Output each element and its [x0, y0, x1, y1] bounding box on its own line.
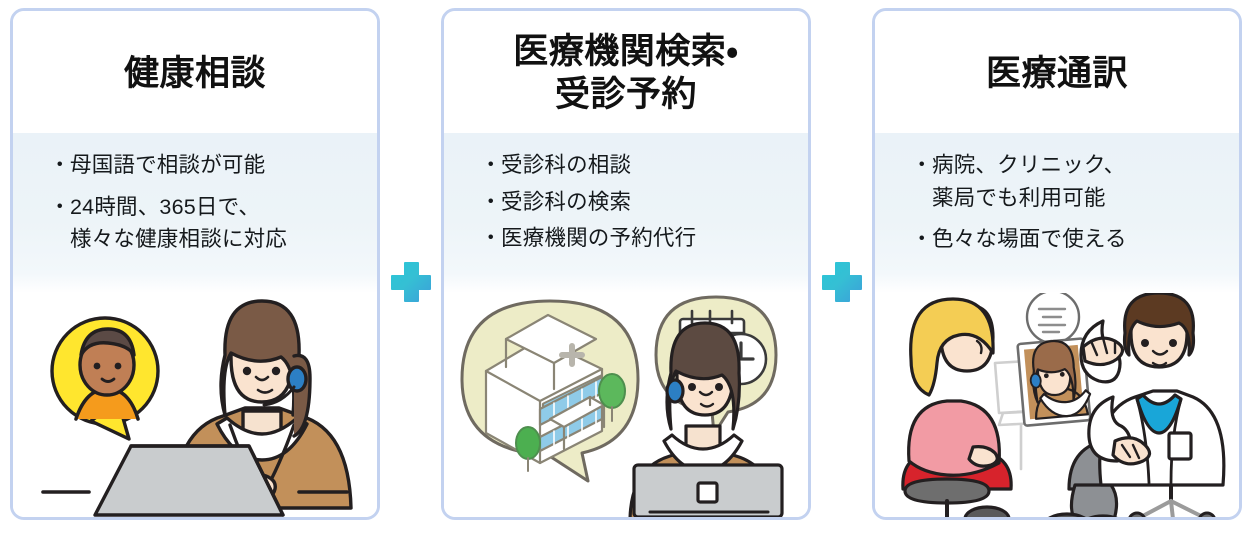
list-item: 色々な場面で使える	[911, 223, 1127, 256]
card-bullet-section: 病院、クリニック、 薬局でも利用可能 色々な場面で使える	[875, 133, 1239, 293]
bullet-list: 受診科の相談 受診科の検索 医療機関の予約代行	[444, 149, 710, 259]
page-title: 健康相談	[123, 53, 266, 93]
caller-avatar-bubble	[50, 316, 160, 441]
tablet-interpreter	[1016, 293, 1092, 427]
list-item: 24時間、365日で、 様々な健康相談に対応	[49, 191, 287, 256]
feature-card-medical-interpretation: 医療通訳 病院、クリニック、 薬局でも利用可能 色々な場面で使える	[872, 8, 1242, 520]
patient-figure	[901, 297, 1013, 517]
hospital-bubble	[460, 299, 640, 483]
bullet-list: 病院、クリニック、 薬局でも利用可能 色々な場面で使える	[875, 149, 1141, 265]
list-item: 受診科の相談	[480, 149, 696, 182]
operator-figure	[41, 299, 353, 517]
bullet-list: 母国語で相談が可能 24時間、365日で、 様々な健康相談に対応	[13, 149, 301, 265]
plus-connector-1	[390, 261, 431, 302]
illustration-hospital-booking	[444, 293, 808, 517]
feature-card-health-consultation: 健康相談 母国語で相談が可能 24時間、365日で、 様々な健康相談に対応	[10, 8, 380, 520]
operator-figure	[628, 321, 784, 517]
plus-connector-2	[821, 261, 862, 302]
list-item: 母国語で相談が可能	[49, 149, 287, 182]
card-header: 健康相談	[13, 11, 377, 133]
feature-card-medical-search: 医療機関検索・ 受診予約 受診科の相談 受診科の検索 医療機関の予約代行	[441, 8, 811, 520]
card-bullet-section: 母国語で相談が可能 24時間、365日で、 様々な健康相談に対応	[13, 133, 377, 293]
page-title: 医療機関検索・ 受診予約	[513, 32, 739, 114]
card-header: 医療通訳	[875, 11, 1239, 133]
list-item: 病院、クリニック、 薬局でも利用可能	[911, 149, 1127, 214]
card-header: 医療機関検索・ 受診予約	[444, 11, 808, 133]
doctor-figure	[1048, 293, 1226, 517]
list-item: 受診科の検索	[480, 186, 696, 219]
illustration-operator-laptop	[13, 293, 377, 517]
page-title: 医療通訳	[985, 53, 1128, 93]
illustration-interpretation-session	[875, 293, 1239, 517]
card-bullet-section: 受診科の相談 受診科の検索 医療機関の予約代行	[444, 133, 808, 293]
list-item: 医療機関の予約代行	[480, 222, 696, 255]
